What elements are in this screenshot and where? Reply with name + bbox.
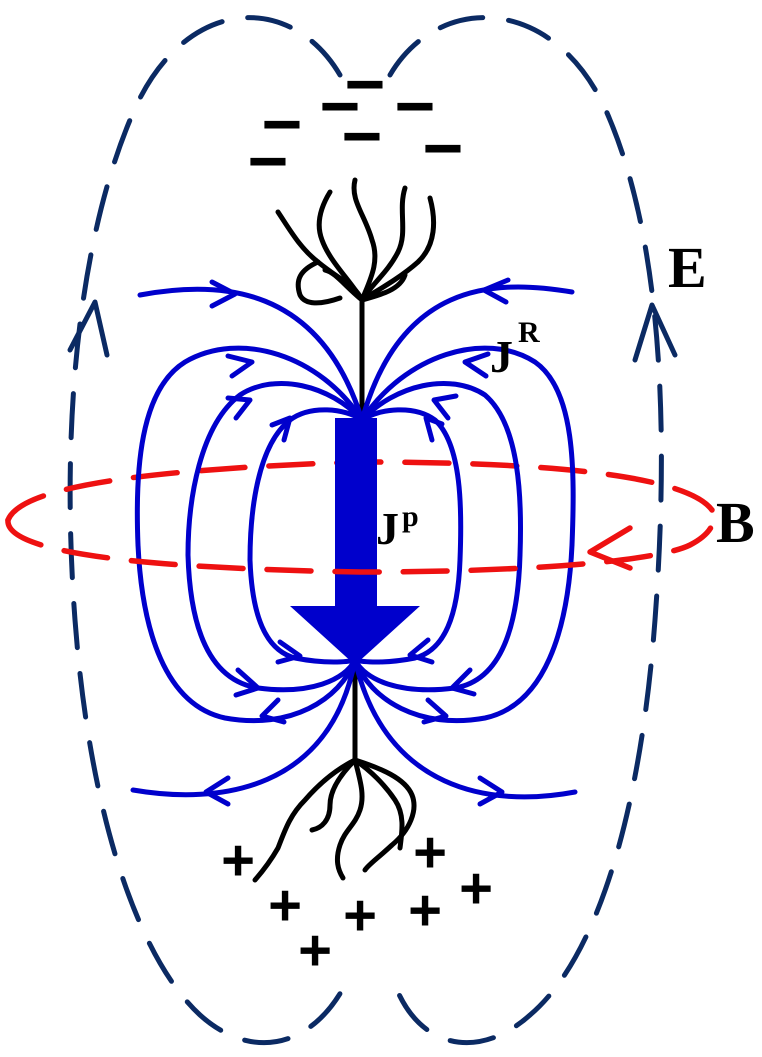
return-current-label-base: J [490,331,513,382]
return-current-arrow [225,395,253,421]
primary-current-arrow [290,418,420,665]
return-current-arrow [225,353,255,379]
e-field-loop-left [67,15,348,1046]
return-currents [130,284,578,800]
negative-charges: − − − − − − − [248,45,464,200]
positive-charges: + + + + + + + [221,820,493,983]
primary-current-arrowhead [290,606,420,665]
return-current-arrow [462,351,491,379]
b-field-front-arc [5,507,717,575]
return-current-arrow [407,637,435,665]
positive-charge: + [459,856,493,921]
return-current-loop-right-middle [352,381,524,693]
apical-dendrite-2 [295,259,343,306]
return-current-arrow [275,639,303,665]
negative-charge: − [423,109,464,187]
b-field-front [5,507,717,575]
e-field-arrowheads [67,299,678,363]
return-current-label: J R [490,316,540,382]
apical-dendrite-6 [359,195,437,303]
basal-dendrite-1 [252,757,358,883]
b-field-label: B [716,490,755,555]
primary-current-label-sup: p [402,500,419,533]
positive-charge: + [221,828,255,893]
return-current-loop-right-inner [352,407,464,665]
return-current-arrowheads [203,277,511,807]
positive-charge: + [268,873,302,938]
apical-dendrite-4 [351,177,378,303]
return-current-arrow [421,697,449,725]
return-current-arrow [259,697,287,725]
primary-current-label-base: J [376,503,399,554]
e-field-lines [67,15,664,1046]
return-current-arrow [269,415,293,443]
primary-current-shaft [335,418,377,610]
return-current-arrow [449,667,477,697]
return-current-line-bottom-left [130,657,358,798]
apical-dendrite-5 [359,185,408,303]
e-field-loop-right [387,15,664,1046]
return-current-arrow [423,415,445,443]
e-field-arrow-right [632,302,678,363]
negative-charge: − [395,67,436,145]
return-current-arrow [431,393,459,421]
return-current-loop-left-middle [185,381,365,693]
apical-dendrite-7 [322,267,365,303]
e-field-label: E [668,235,707,300]
labels: E B J p J R [376,235,755,555]
return-current-arrow [209,279,238,309]
positive-charge: + [408,878,442,943]
neuron [252,177,437,883]
apical-dendrite-3 [316,189,365,303]
negative-charge: − [320,67,361,145]
positive-charge: + [298,918,332,983]
negative-charge: − [342,97,383,175]
return-current-line-bottom-right [352,657,578,800]
basal-dendrite-2 [309,757,358,833]
negative-charge: − [262,85,303,163]
return-current-line-top-right [359,284,575,423]
return-current-loop-left-inner [247,407,365,665]
primary-current-label: J p [376,500,419,554]
b-field-arrowhead [587,525,633,571]
basal-dendrite-3 [334,757,365,881]
return-current-arrow [477,775,505,807]
return-current-loop-right-outer [352,345,576,724]
apical-dendrite-8 [359,272,408,303]
e-field-arrow-left [67,299,110,358]
return-current-arrow [203,775,231,807]
return-current-arrow [481,277,511,305]
negative-charge: − [345,45,386,123]
return-current-arrow [233,667,261,698]
basal-dendrite-5 [352,757,417,873]
return-current-label-sup: R [518,316,540,349]
positive-charge: + [343,883,377,948]
positive-charge: + [413,820,447,885]
negative-charge: − [248,122,289,200]
return-current-line-top-left [137,286,365,423]
